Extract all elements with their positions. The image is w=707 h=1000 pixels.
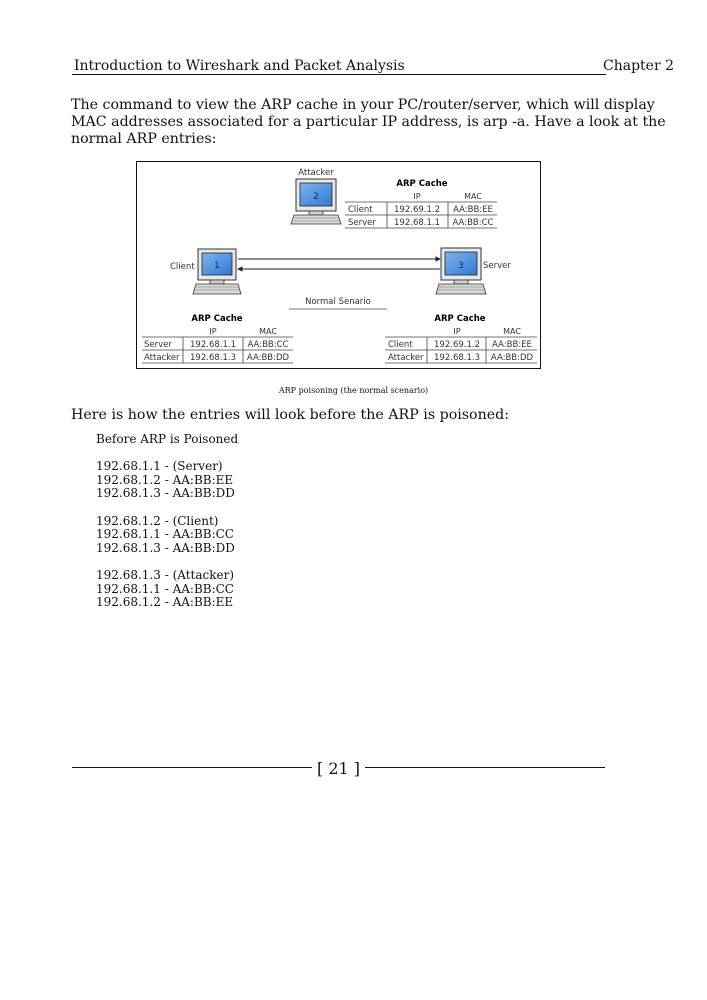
server-arp-cache-table: ARP Cache IP MAC Client 192.69.1.2 AA:BB… <box>385 314 537 364</box>
client-number: 1 <box>214 261 220 271</box>
page-number: [ 21 ] <box>316 759 360 778</box>
server-cache-row-ip: 192.69.1.2 <box>434 340 480 350</box>
attacker-cache-title: ARP Cache <box>396 179 447 189</box>
attacker-cache-row-mac: AA:BB:CC <box>453 218 494 228</box>
attacker-arp-cache-table: ARP Cache IP MAC Client 192.69.1.2 AA:BB… <box>345 179 497 229</box>
server-number: 3 <box>458 261 464 271</box>
client-cache-row-ip: 192.68.1.3 <box>190 353 236 363</box>
attacker-cache-row-name: Client <box>348 205 373 215</box>
server-cache-row-name: Client <box>388 340 413 350</box>
client-cache-col-mac: MAC <box>259 327 277 336</box>
attacker-cache-col-mac: MAC <box>464 192 482 201</box>
client-computer-icon: Client 1 <box>170 248 242 295</box>
footer-rule-right <box>365 767 605 768</box>
server-label: Server <box>483 261 511 271</box>
arp-entries-listing: Before ARP is Poisoned 192.68.1.1 - (Ser… <box>96 432 239 610</box>
header-rule <box>72 74 606 75</box>
running-header-title: Introduction to Wireshark and Packet Ana… <box>74 58 405 74</box>
client-cache-title: ARP Cache <box>191 314 242 324</box>
server-cache-row-ip: 192.68.1.3 <box>434 353 480 363</box>
client-cache-row-mac: AA:BB:CC <box>248 340 289 350</box>
server-cache-col-mac: MAC <box>503 327 521 336</box>
attacker-cache-col-ip: IP <box>413 192 420 201</box>
server-entry-line: 192.68.1.3 - AA:BB:DD <box>96 486 235 501</box>
client-entry-line: 192.68.1.1 - AA:BB:CC <box>96 527 234 542</box>
server-entry-line: 192.68.1.1 - (Server) <box>96 459 223 474</box>
client-entry-line: 192.68.1.2 - (Client) <box>96 513 219 528</box>
attacker-number: 2 <box>313 192 319 202</box>
footer-rule-left <box>72 767 312 768</box>
intro-paragraph: The command to view the ARP cache in you… <box>71 97 666 147</box>
client-arp-cache-table: ARP Cache IP MAC Server 192.68.1.1 AA:BB… <box>142 314 293 364</box>
server-computer-icon: Server 3 <box>435 247 511 295</box>
server-entry-line: 192.68.1.2 - AA:BB:EE <box>96 472 234 487</box>
client-entry-line: 192.68.1.3 - AA:BB:DD <box>96 540 235 555</box>
attacker-entry-line: 192.68.1.3 - (Attacker) <box>96 567 235 582</box>
server-cache-title: ARP Cache <box>434 314 485 324</box>
entries-title: Before ARP is Poisoned <box>96 432 239 446</box>
arp-diagram: Attacker 2 ARP Cache IP MAC Client 192.6… <box>136 161 541 369</box>
attacker-cache-row-name: Server <box>348 218 376 228</box>
attacker-label: Attacker <box>298 168 334 178</box>
figure-caption: ARP poisoning (the normal scenario) <box>278 386 429 395</box>
attacker-cache-row-mac: AA:BB:EE <box>453 205 493 215</box>
attacker-entry-line: 192.68.1.1 - AA:BB:CC <box>96 581 234 596</box>
server-cache-row-name: Attacker <box>388 353 424 363</box>
client-cache-col-ip: IP <box>209 327 216 336</box>
client-cache-row-name: Server <box>144 340 172 350</box>
server-cache-col-ip: IP <box>453 327 460 336</box>
client-cache-row-name: Attacker <box>144 353 180 363</box>
client-label: Client <box>170 262 195 272</box>
normal-scenario-label: Normal Senario <box>305 297 371 307</box>
client-cache-row-mac: AA:BB:DD <box>247 353 290 363</box>
attacker-entry-line: 192.68.1.2 - AA:BB:EE <box>96 595 234 610</box>
client-cache-row-ip: 192.68.1.1 <box>190 340 236 350</box>
server-cache-row-mac: AA:BB:EE <box>492 340 532 350</box>
attacker-cache-row-ip: 192.68.1.1 <box>394 218 440 228</box>
attacker-cache-row-ip: 192.69.1.2 <box>394 205 440 215</box>
running-header-chapter: Chapter 2 <box>603 58 674 74</box>
attacker-computer-icon: Attacker 2 <box>290 168 342 225</box>
server-cache-row-mac: AA:BB:DD <box>491 353 534 363</box>
section-subhead: Here is how the entries will look before… <box>71 407 509 423</box>
